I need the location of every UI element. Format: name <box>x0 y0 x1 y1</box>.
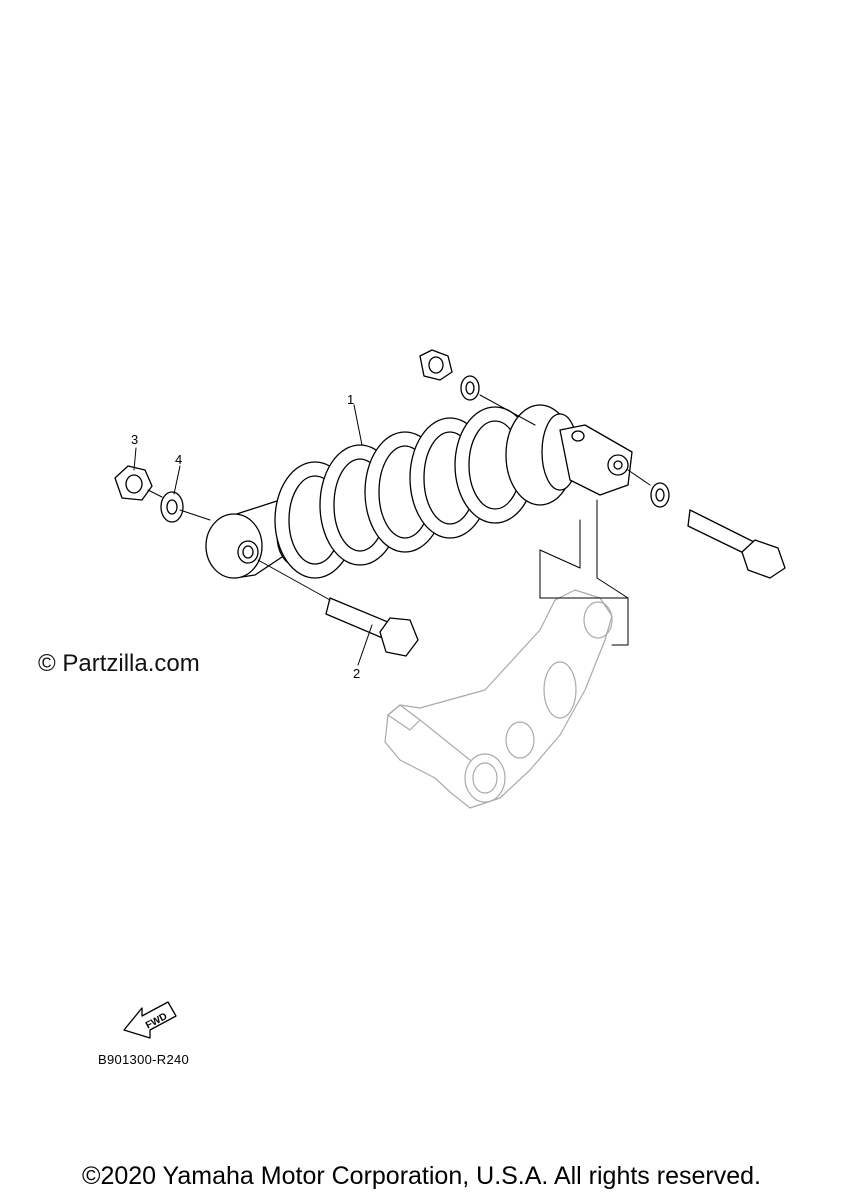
coil-spring <box>274 404 579 579</box>
upper-bolt <box>650 482 786 579</box>
callout-1: 1 <box>347 392 355 407</box>
callout-2: 2 <box>353 666 361 681</box>
reference-bracket <box>539 499 629 646</box>
leader-lines <box>133 394 651 666</box>
callout-4: 4 <box>175 452 183 467</box>
watermark: © Partzilla.com <box>38 650 200 677</box>
lower-washer <box>160 491 184 523</box>
upper-washer <box>460 375 480 401</box>
relay-arm-ghost <box>384 589 613 809</box>
lower-nut <box>114 465 153 501</box>
shock-upper-clevis <box>559 424 633 496</box>
fwd-arrow-icon <box>123 1001 177 1039</box>
upper-nut <box>419 349 453 381</box>
lower-bolt <box>325 597 419 657</box>
diagram-code: B901300-R240 <box>98 1052 190 1067</box>
copyright-notice: ©2020 Yamaha Motor Corporation, U.S.A. A… <box>82 1162 761 1190</box>
callout-3: 3 <box>131 432 139 447</box>
